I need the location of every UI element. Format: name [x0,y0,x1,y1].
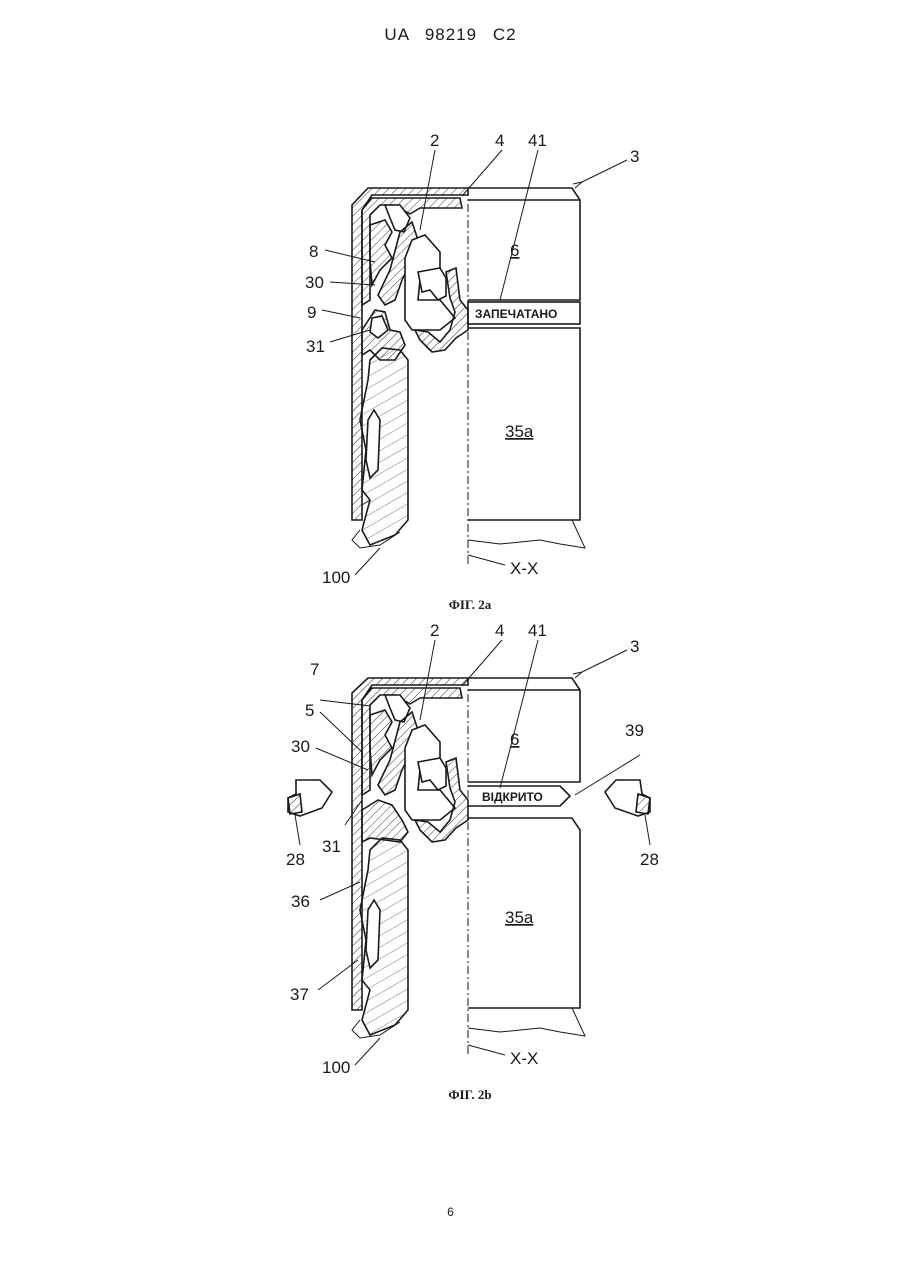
label-35a: 35a [505,908,534,927]
label-39: 39 [625,721,644,740]
page-number: 6 [0,1205,901,1219]
sealed-band-text: ЗАПЕЧАТАНО [475,307,557,321]
label-41: 41 [528,131,547,150]
label-41: 41 [528,621,547,640]
label-6: 6 [510,730,519,749]
label-100: 100 [322,568,350,587]
label-8: 8 [309,242,318,261]
label-35a: 35a [505,422,534,441]
label-2: 2 [430,621,439,640]
patent-header: UA 98219 C2 [0,25,901,45]
label-axis: X-X [510,1049,538,1068]
label-30: 30 [291,737,310,756]
label-6: 6 [510,241,519,260]
label-100: 100 [322,1058,350,1077]
label-36: 36 [291,892,310,911]
caption-fig-2b: ФІГ. 2b [0,1087,901,1103]
label-axis: X-X [510,559,538,578]
label-3: 3 [630,147,639,166]
figure-2b-drawing: 2 4 41 3 7 5 30 6 39 28 28 31 36 35a 37 … [0,615,901,1085]
label-31: 31 [306,337,325,356]
label-37: 37 [290,985,309,1004]
label-2: 2 [430,131,439,150]
label-30: 30 [305,273,324,292]
label-9: 9 [307,303,316,322]
label-3: 3 [630,637,639,656]
label-31: 31 [322,837,341,856]
opened-band-text: ВІДКРИТО [482,790,543,804]
label-4: 4 [495,131,504,150]
caption-fig-2a: ФІГ. 2a [0,597,901,613]
label-5: 5 [305,701,314,720]
label-4: 4 [495,621,504,640]
label-28-left: 28 [286,850,305,869]
label-28-right: 28 [640,850,659,869]
label-7: 7 [310,660,319,679]
figure-2a-drawing: 2 4 41 3 6 8 30 9 31 35a 100 X-X ЗАПЕЧАТ… [0,110,901,590]
